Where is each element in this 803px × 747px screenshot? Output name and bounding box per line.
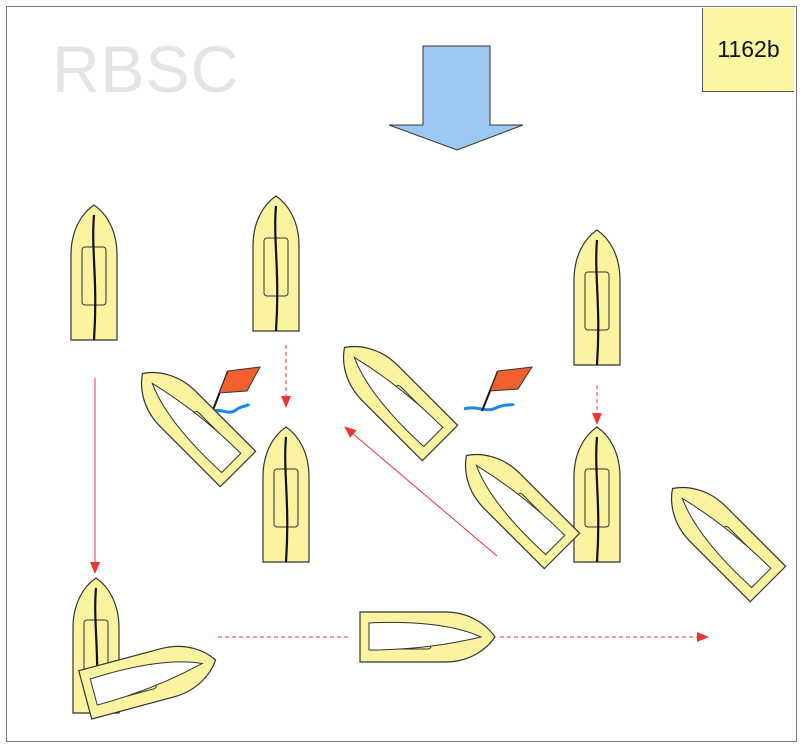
diagram-id-badge: 1162b [702,8,794,92]
mark-flag-icon [211,366,261,414]
track-arrow [344,426,498,557]
diagram-id-label: 1162b [717,36,780,62]
boat-hull-icon [448,437,581,570]
diagram-frame [6,6,797,742]
boat-hull-icon [359,611,496,663]
mark-flag-icon [463,366,533,412]
boat-hull-icon [654,470,787,603]
wind-direction-arrow-icon [388,45,524,151]
boat-hull-icon [261,425,311,564]
boat-hull-icon [572,425,622,564]
boat-hull-icon [572,228,622,367]
watermark-text: RBSC [52,32,240,106]
boat-hull-icon [251,194,301,333]
boat-hull-icon [326,329,459,462]
boat-hull-icon [69,203,119,342]
